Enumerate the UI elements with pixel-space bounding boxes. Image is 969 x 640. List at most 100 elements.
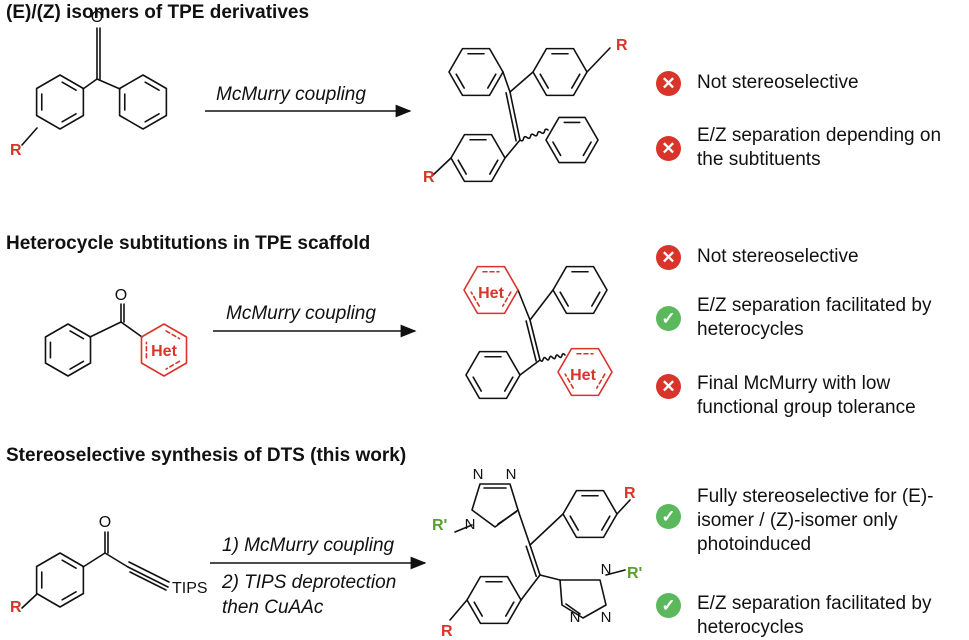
bond-to-r bbox=[21, 127, 38, 146]
reagent-step-2: 2) TIPS deprotection bbox=[222, 572, 397, 593]
note-text: E/Z separation facilitated by heterocycl… bbox=[697, 295, 932, 340]
bond bbox=[529, 289, 554, 321]
oxygen-label: O bbox=[91, 9, 103, 26]
aromatic-bond bbox=[61, 112, 77, 123]
aromatic-bond bbox=[569, 515, 580, 531]
nitrogen-label: N bbox=[506, 466, 517, 483]
bond-to-r bbox=[616, 499, 631, 515]
double-bond bbox=[529, 319, 541, 361]
bond-to-r bbox=[431, 157, 452, 177]
benzene-ring bbox=[448, 47, 504, 97]
bond-to-r bbox=[586, 47, 611, 73]
r-group-label: R bbox=[616, 37, 628, 54]
double-bond bbox=[529, 544, 541, 576]
aromatic-bond bbox=[486, 73, 497, 89]
benzene-ring bbox=[552, 265, 608, 315]
aromatic-bond bbox=[595, 373, 606, 389]
r-prime-label: R' bbox=[432, 517, 447, 534]
double-bond bbox=[525, 545, 538, 578]
aromatic-bond bbox=[539, 73, 550, 89]
bond bbox=[509, 71, 534, 93]
tips-label: TIPS bbox=[172, 580, 208, 597]
triple-bond bbox=[128, 561, 170, 583]
nitrogen-label: N bbox=[465, 516, 476, 533]
reagent-mcmurry-1: McMurry coupling bbox=[216, 84, 366, 105]
bond bbox=[504, 139, 521, 159]
aromatic-bond bbox=[564, 373, 575, 389]
aromatic-bond bbox=[473, 601, 484, 617]
aromatic-bond bbox=[504, 601, 515, 617]
oxygen-label: O bbox=[115, 287, 127, 304]
aromatic-bond bbox=[69, 360, 85, 370]
triazole-ring bbox=[471, 483, 519, 528]
aromatic-bond bbox=[488, 159, 499, 175]
aromatic-bond bbox=[559, 291, 570, 307]
aromatic-bond bbox=[61, 559, 77, 570]
aromatic-bond bbox=[470, 291, 481, 307]
het-label: Het bbox=[478, 285, 504, 302]
r-group-label: R bbox=[423, 169, 435, 186]
cross-icon: ✕ bbox=[656, 136, 681, 161]
aromatic-bond bbox=[455, 73, 466, 89]
double-bond bbox=[565, 603, 581, 615]
note-text: E/Z separation facilitated by heterocycl… bbox=[697, 593, 932, 638]
bond bbox=[517, 289, 531, 321]
bond bbox=[519, 359, 541, 376]
benzene-ring bbox=[562, 489, 618, 539]
nitrogen-label: N bbox=[601, 561, 612, 578]
aromatic-bond bbox=[165, 360, 181, 370]
nitrogen-label: N bbox=[601, 609, 612, 626]
nitrogen-label: N bbox=[473, 466, 484, 483]
benzene-ring bbox=[44, 323, 92, 377]
benzene-ring bbox=[545, 116, 599, 164]
bond bbox=[520, 574, 541, 601]
bond-to-rprime bbox=[605, 569, 626, 576]
reagent-step-1: 1) McMurry coupling bbox=[222, 535, 395, 556]
aromatic-bond bbox=[472, 376, 483, 392]
section-title-heterocycle-substitutions: Heterocycle subtitutions in TPE scaffold bbox=[6, 233, 371, 254]
check-icon: ✓ bbox=[656, 593, 681, 618]
oxygen-label: O bbox=[99, 514, 111, 531]
benzene-ring bbox=[35, 74, 85, 130]
aromatic-bond bbox=[570, 73, 581, 89]
double-bond bbox=[509, 91, 521, 141]
aromatic-bond bbox=[144, 81, 160, 92]
note-text: Fully stereoselective for (E)-isomer / (… bbox=[697, 486, 934, 555]
benzene-ring bbox=[35, 552, 85, 608]
r-group-label: R bbox=[624, 485, 636, 502]
benzene-ring bbox=[463, 265, 519, 315]
r-group-label: R bbox=[10, 142, 22, 159]
cross-icon: ✕ bbox=[656, 374, 681, 399]
note-text: E/Z separation depending on the subtitue… bbox=[697, 125, 942, 170]
aromatic-bond bbox=[503, 376, 514, 392]
benzene-ring bbox=[118, 74, 168, 130]
double-bond bbox=[497, 511, 517, 525]
aromatic-bond bbox=[144, 112, 160, 123]
aromatic-bond bbox=[590, 291, 601, 307]
bond bbox=[517, 509, 531, 546]
r-group-label: R bbox=[10, 599, 22, 616]
check-icon: ✓ bbox=[656, 504, 681, 529]
wavy-bond bbox=[519, 128, 549, 142]
reagent-mcmurry-2: McMurry coupling bbox=[226, 303, 376, 324]
section-title-tpe-isomers: (E)/(Z) isomers of TPE derivatives bbox=[6, 2, 310, 23]
note-text: Not stereoselective bbox=[697, 246, 859, 267]
bond bbox=[82, 552, 106, 568]
triazole-ring bbox=[559, 579, 607, 619]
r-group-label: R bbox=[441, 623, 453, 640]
benzene-ring bbox=[532, 47, 588, 97]
wavy-bond bbox=[539, 353, 566, 362]
het-label: Het bbox=[151, 343, 177, 360]
cross-icon: ✕ bbox=[656, 245, 681, 270]
aromatic-bond bbox=[600, 515, 611, 531]
benzene-ring bbox=[465, 350, 521, 400]
aromatic-bond bbox=[69, 330, 85, 340]
bond bbox=[120, 321, 143, 338]
aromatic-bond bbox=[501, 291, 512, 307]
r-prime-label: R' bbox=[627, 565, 642, 582]
note-text: Not stereoselective bbox=[697, 72, 859, 93]
bond bbox=[89, 321, 122, 338]
triple-bond bbox=[127, 566, 169, 588]
benzene-ring bbox=[557, 347, 613, 397]
